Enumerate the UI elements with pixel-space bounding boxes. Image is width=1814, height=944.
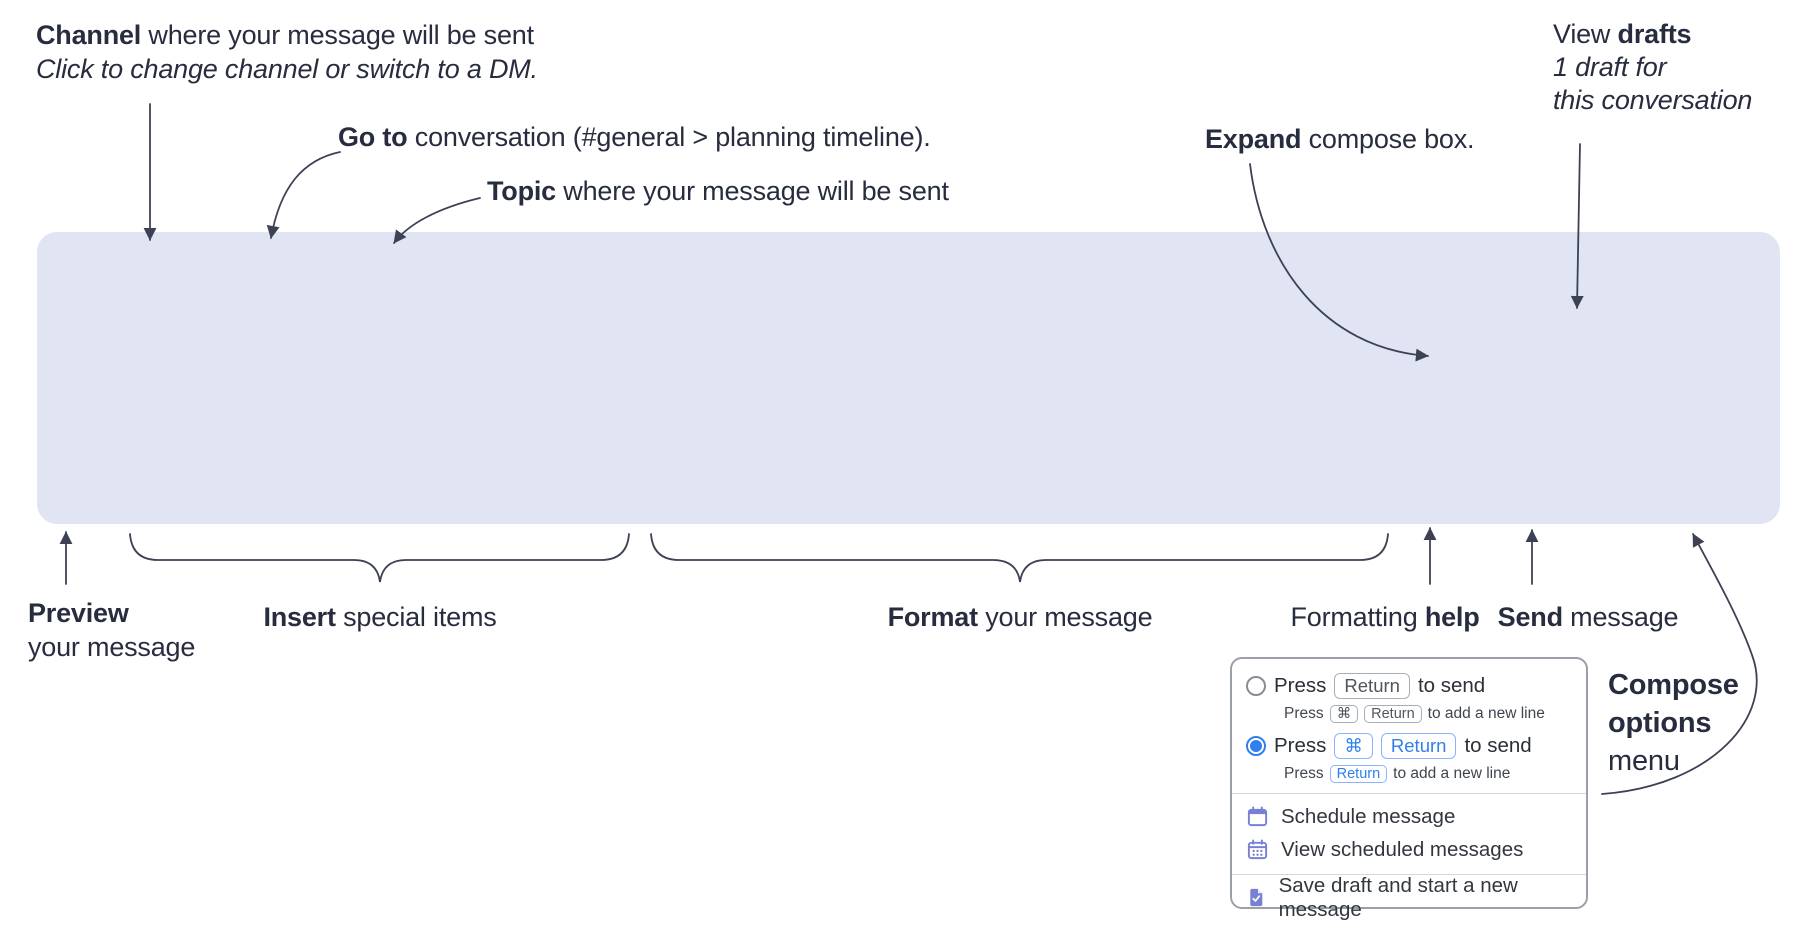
- enter-sends-subtext: Press ⌘ Return to add a new line: [1284, 705, 1545, 723]
- return-key: Return: [1380, 733, 1457, 759]
- drafts-annotation: View drafts 1 draft for this conversatio…: [1553, 19, 1753, 115]
- cmd-enter-sends-subtext: Press Return to add a new line: [1284, 765, 1511, 783]
- menu-divider: [1232, 874, 1586, 875]
- save-draft-icon: [1250, 888, 1263, 907]
- send-annotation: Send message: [1497, 602, 1679, 632]
- calendar-icon: [1247, 806, 1268, 827]
- compose-options-menu: Press Return to send Press ⌘ Return to a…: [1230, 657, 1588, 921]
- formatting-help-annotation: Formatting help: [1290, 602, 1480, 632]
- preview-annotation: Preview your message: [28, 598, 196, 662]
- cmd-key: ⌘: [1334, 733, 1373, 759]
- goto-annotation: Go to conversation (#general > planning …: [338, 122, 931, 152]
- menu-item-save-draft[interactable]: Save draft and start a new message: [1246, 874, 1572, 921]
- menu-divider: [1232, 793, 1586, 794]
- expand-annotation: Expand compose box.: [1205, 124, 1475, 154]
- cmd-enter-sends-option[interactable]: Press ⌘ Return to send: [1246, 731, 1572, 761]
- return-key: Return: [1329, 765, 1388, 783]
- insert-brace: [129, 533, 630, 583]
- compose-box: [37, 232, 1780, 524]
- insert-annotation: Insert special items: [263, 602, 497, 632]
- menu-item-schedule-message[interactable]: Schedule message: [1246, 800, 1572, 833]
- format-brace: [650, 533, 1389, 583]
- menu-item-view-scheduled-messages[interactable]: View scheduled messages: [1246, 833, 1572, 866]
- radio-unselected-icon[interactable]: [1246, 676, 1266, 696]
- return-key: Return: [1334, 673, 1410, 699]
- topic-annotation: Topic where your message will be sent: [487, 176, 949, 206]
- channel-annotation: Channel where your message will be sent …: [36, 20, 538, 84]
- enter-sends-option[interactable]: Press Return to send: [1246, 671, 1572, 701]
- calendar-grid-icon: [1247, 839, 1268, 860]
- return-key: Return: [1364, 705, 1422, 723]
- goto-arrow: [266, 151, 341, 239]
- compose-options-annotation: Compose options menu: [1608, 669, 1739, 777]
- cmd-key: ⌘: [1329, 705, 1359, 723]
- format-annotation: Format your message: [887, 602, 1153, 632]
- radio-selected-icon[interactable]: [1246, 736, 1266, 756]
